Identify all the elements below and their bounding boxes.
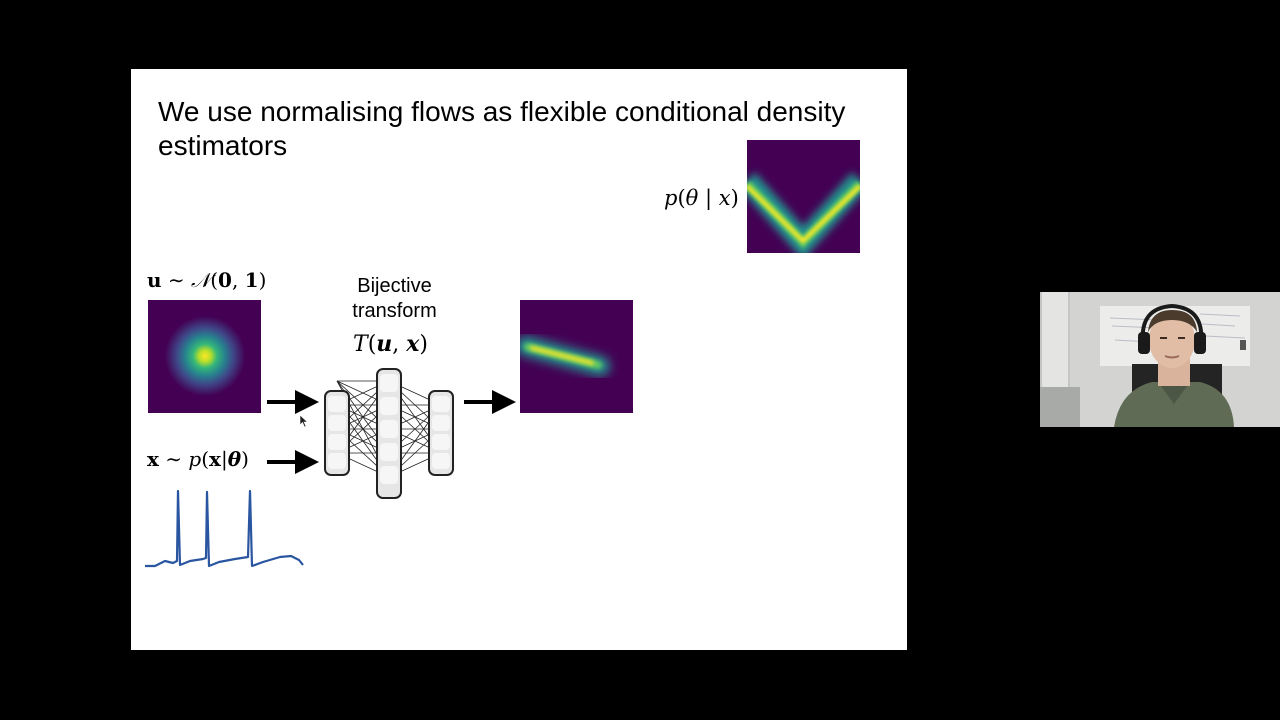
network-layer-input [324,390,350,476]
posterior-heatmap [747,140,860,253]
base-distribution-label: u ∼ 𝒩(0, 1) [147,268,267,292]
transform-label-line2: transform [352,300,437,322]
presenter-video-icon [1040,292,1280,427]
network-layer-hidden [376,368,402,499]
transform-label-line1: Bijective [357,275,432,297]
base-gaussian-heatmap [148,300,261,413]
neural-network-diagram [324,368,454,499]
mouse-cursor-icon [299,414,309,428]
posterior-label: p(θ | x) [664,186,739,210]
network-layer-output [428,390,454,476]
voltage-trace [145,489,304,568]
presenter-webcam [1040,292,1280,427]
data-distribution-label: x ∼ p(x|θ) [147,447,249,471]
arrows-layer [267,390,516,474]
transform-formula: T(u, x) [353,331,428,357]
slide-title: We use normalising flows as flexible con… [158,96,846,161]
transformed-heatmap [520,300,633,413]
slide: We use normalising flows as flexible con… [131,69,907,650]
